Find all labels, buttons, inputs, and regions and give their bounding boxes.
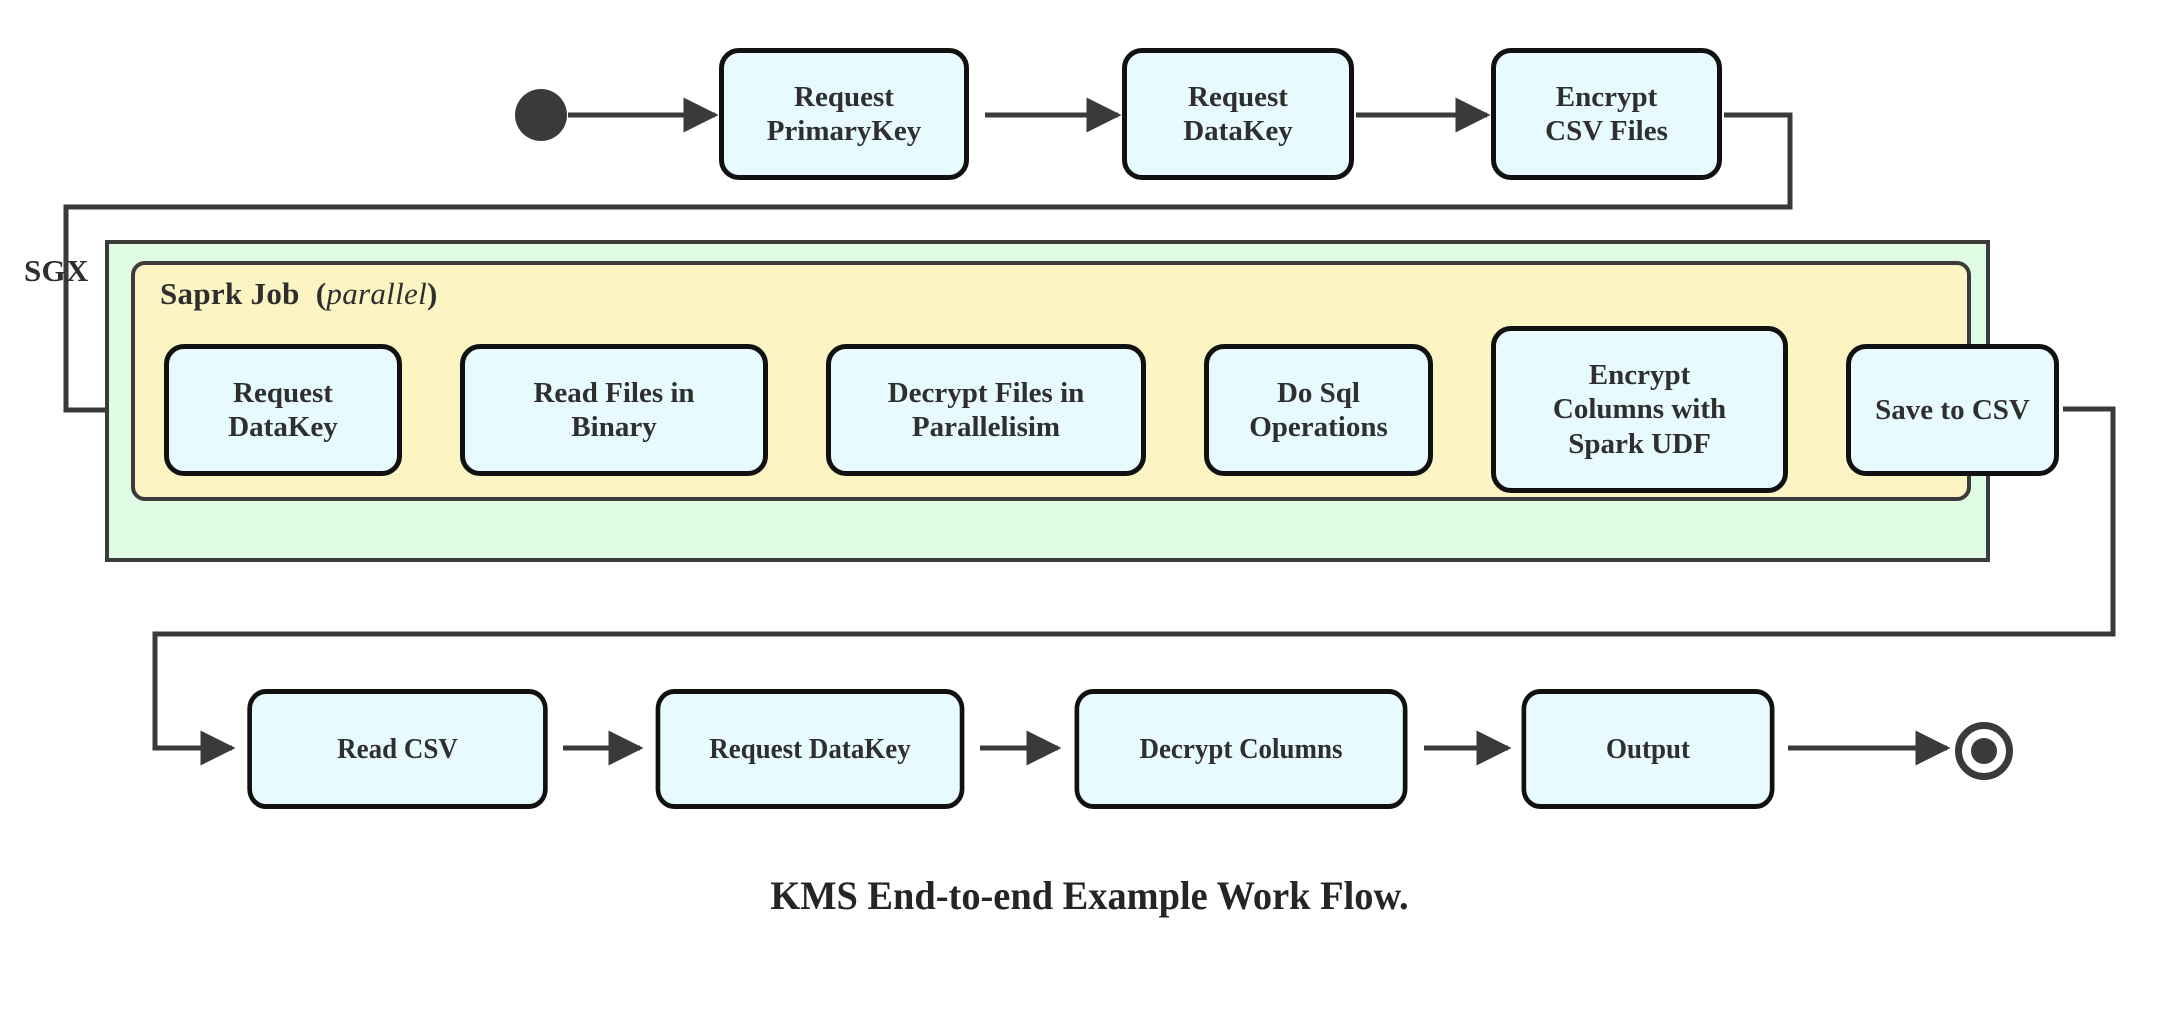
- node-decrypt-files-in-parallelisim[interactable]: Decrypt Files in Parallelisim: [826, 344, 1146, 476]
- node-label: Do Sql Operations: [1249, 376, 1388, 443]
- node-label: Decrypt Columns: [1139, 732, 1343, 765]
- node-output[interactable]: Output: [1521, 689, 1775, 809]
- node-request-datakey-top[interactable]: Request DataKey: [1122, 48, 1354, 180]
- node-decrypt-columns[interactable]: Decrypt Columns: [1074, 689, 1408, 809]
- end-state-icon: [1955, 722, 2013, 780]
- diagram-caption: KMS End-to-end Example Work Flow.: [770, 873, 1409, 918]
- node-label: Read CSV: [337, 732, 458, 765]
- node-read-csv[interactable]: Read CSV: [247, 689, 548, 809]
- node-save-to-csv[interactable]: Save to CSV: [1846, 344, 2059, 476]
- node-label: Request DataKey: [709, 732, 911, 765]
- node-label: Encrypt CSV Files: [1545, 80, 1668, 147]
- node-read-files-in-binary[interactable]: Read Files in Binary: [460, 344, 768, 476]
- container-spark-job-label: Saprk Job (parallel): [160, 276, 438, 312]
- node-request-datakey-bottom[interactable]: Request DataKey: [655, 689, 965, 809]
- container-sgx-label: SGX: [24, 253, 89, 288]
- node-label: Encrypt Columns with Spark UDF: [1552, 359, 1727, 460]
- node-label: Output: [1606, 732, 1690, 765]
- node-request-datakey-spark[interactable]: Request DataKey: [164, 344, 402, 476]
- node-label: Decrypt Files in Parallelisim: [887, 376, 1085, 443]
- node-label: Save to CSV: [1875, 393, 2030, 426]
- node-label: Request DataKey: [1183, 80, 1293, 147]
- start-state-icon: [515, 89, 567, 141]
- spark-job-qualifier: parallel: [326, 276, 427, 311]
- end-state-inner-dot: [1971, 738, 1997, 764]
- node-label: Request PrimaryKey: [766, 80, 922, 147]
- node-request-primarykey[interactable]: Request PrimaryKey: [719, 48, 969, 180]
- node-encrypt-columns-with-spark-udf[interactable]: Encrypt Columns with Spark UDF: [1491, 326, 1788, 493]
- spark-job-title: Saprk Job: [160, 276, 300, 311]
- spark-job-qualifier-open: (: [315, 276, 327, 311]
- node-label: Request DataKey: [228, 376, 338, 443]
- node-label: Read Files in Binary: [533, 376, 695, 443]
- spark-job-qualifier-close: ): [426, 276, 438, 311]
- node-do-sql-operations[interactable]: Do Sql Operations: [1204, 344, 1433, 476]
- node-encrypt-csv-files[interactable]: Encrypt CSV Files: [1491, 48, 1722, 180]
